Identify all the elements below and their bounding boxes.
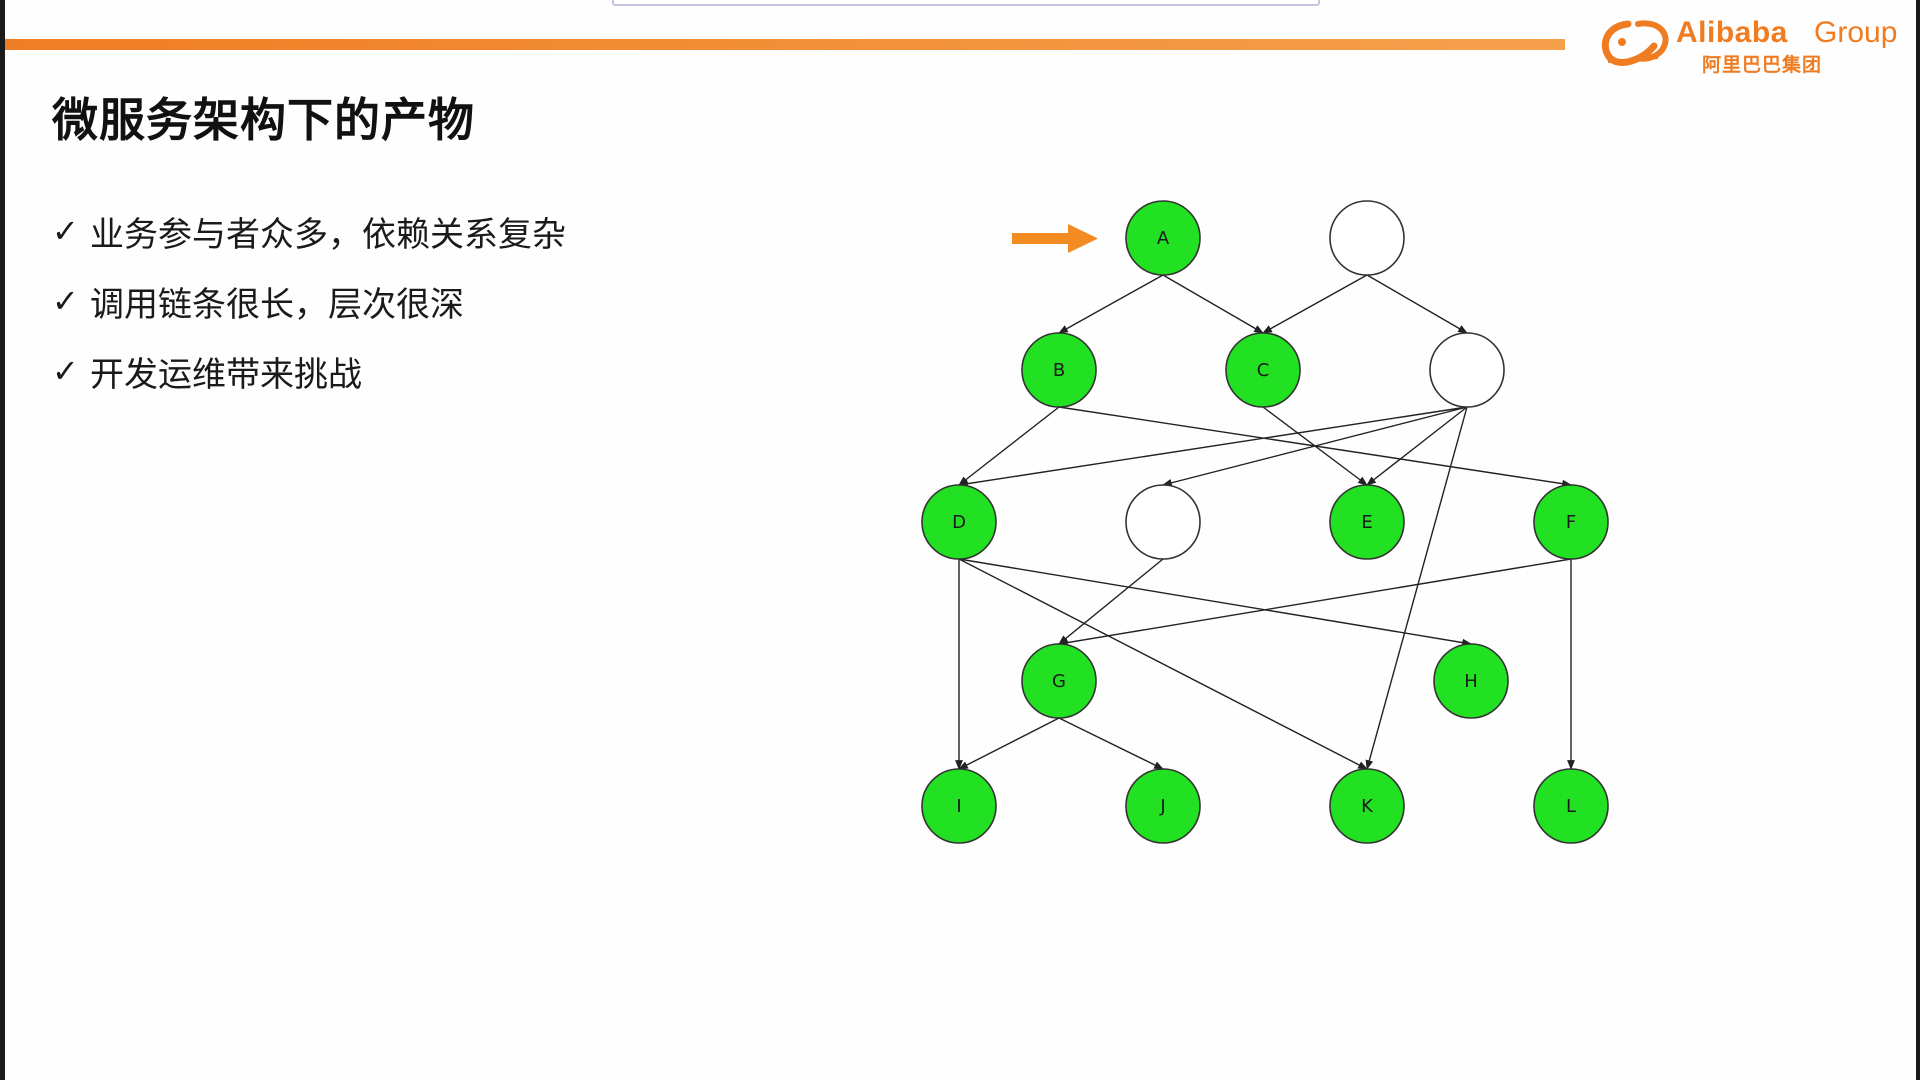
node-circle: [1329, 200, 1405, 276]
node-u2: [1429, 332, 1505, 408]
edge-u2-to-e: [1366, 406, 1468, 486]
node-label: I: [956, 796, 961, 817]
diagram-nodes: A B C D E F G H I J K L: [921, 200, 1609, 844]
edge-a-to-b: [1058, 274, 1164, 334]
bullet-text: 调用链条很长，层次很深: [90, 284, 464, 325]
node-b: B: [1021, 332, 1097, 408]
edge-u2-to-u3: [1162, 406, 1468, 487]
logo-wordmark: Alibaba: [1676, 16, 1788, 49]
node-label: F: [1566, 512, 1576, 533]
node-circle: [921, 484, 997, 560]
edge-u2-to-k: [1365, 406, 1468, 770]
diagram-edges: [955, 274, 1575, 770]
node-circle: [1125, 484, 1201, 560]
bullet-text: 开发运维带来挑战: [90, 354, 362, 395]
edge-u1-to-c: [1262, 274, 1368, 334]
logo-group-text: Group: [1814, 16, 1898, 49]
node-circle: [1429, 332, 1505, 408]
node-e: E: [1329, 484, 1405, 560]
edge-f-to-g: [1058, 558, 1572, 647]
edge-a-to-c: [1162, 274, 1264, 334]
node-label: D: [952, 512, 966, 533]
node-circle: [1329, 484, 1405, 560]
bullet-list: ✓ 业务参与者众多，依赖关系复杂 ✓ 调用链条很长，层次很深 ✓ 开发运维带来挑…: [52, 196, 566, 406]
window-left-edge: [0, 0, 5, 1080]
bullet-item: ✓ 调用链条很长，层次很深: [52, 266, 566, 336]
node-circle: [1125, 200, 1201, 276]
window-right-edge: [1916, 0, 1920, 1080]
node-k: K: [1329, 768, 1405, 844]
node-circle: [1433, 643, 1509, 719]
node-circle: [1021, 643, 1097, 719]
edge-d-to-h: [958, 558, 1472, 647]
node-a: A: [1125, 200, 1201, 276]
node-circle: [1329, 768, 1405, 844]
node-label: G: [1052, 671, 1066, 692]
node-label: L: [1566, 796, 1576, 817]
node-circle: [1533, 768, 1609, 844]
node-circle: [921, 768, 997, 844]
top-overlay-box: [612, 0, 1320, 6]
header-accent-bar: [5, 39, 1565, 50]
node-u1: [1329, 200, 1405, 276]
edge-u2-to-d: [958, 406, 1468, 488]
node-label: A: [1157, 228, 1170, 249]
edge-b-to-d: [958, 406, 1060, 486]
node-circle: [1225, 332, 1301, 408]
node-label: E: [1361, 512, 1372, 533]
edge-u3-to-g: [1058, 558, 1164, 645]
node-f: F: [1533, 484, 1609, 560]
edge-g-to-i: [958, 717, 1060, 770]
node-l: L: [1533, 768, 1609, 844]
node-circle: [1125, 768, 1201, 844]
node-u3: [1125, 484, 1201, 560]
entry-arrow-icon: [1012, 224, 1098, 253]
node-d: D: [921, 484, 997, 560]
node-circle: [1533, 484, 1609, 560]
bullet-item: ✓ 业务参与者众多，依赖关系复杂: [52, 196, 566, 266]
slide-title: 微服务架构下的产物: [52, 93, 475, 147]
node-h: H: [1433, 643, 1509, 719]
node-label: J: [1159, 796, 1165, 817]
edge-u1-to-u2: [1366, 274, 1468, 334]
node-g: G: [1021, 643, 1097, 719]
checkmark-icon: ✓: [52, 212, 79, 250]
logo-chinese-name: 阿里巴巴集团: [1702, 54, 1823, 76]
alibaba-group-logo: Alibaba Group 阿里巴巴集团: [1598, 14, 1898, 76]
bullet-text: 业务参与者众多，依赖关系复杂: [90, 214, 566, 255]
node-c: C: [1225, 332, 1301, 408]
node-label: C: [1257, 360, 1270, 381]
node-i: I: [921, 768, 997, 844]
alibaba-logo-icon: [1602, 20, 1669, 66]
checkmark-icon: ✓: [52, 282, 79, 320]
node-circle: [1021, 332, 1097, 408]
node-label: B: [1053, 360, 1065, 381]
edge-d-to-k: [958, 558, 1368, 770]
checkmark-icon: ✓: [52, 352, 79, 390]
node-label: K: [1361, 796, 1374, 817]
edge-g-to-j: [1058, 717, 1164, 770]
node-label: H: [1464, 671, 1478, 692]
bullet-item: ✓ 开发运维带来挑战: [52, 336, 566, 406]
node-j: J: [1125, 768, 1201, 844]
